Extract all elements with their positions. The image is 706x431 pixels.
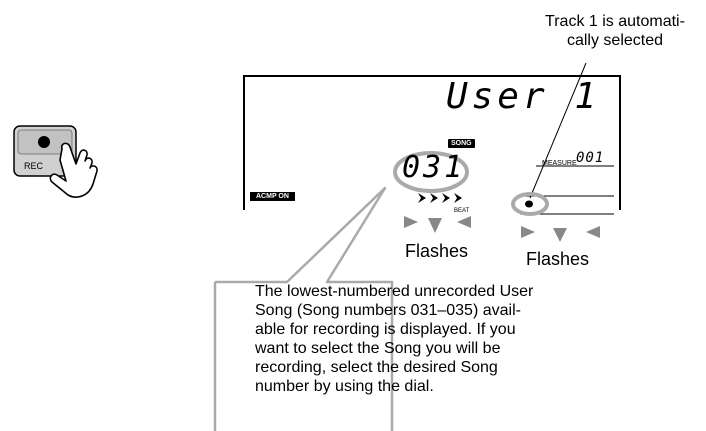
measure-value: 001 bbox=[576, 150, 605, 166]
note-line: Track 1 is automati- bbox=[545, 13, 685, 30]
auto-track-note: Track 1 is automati- cally selected bbox=[520, 12, 706, 50]
callout-text: The lowest-numbered unrecorded User Song… bbox=[255, 282, 534, 396]
callout-line: able for recording is displayed. If you bbox=[255, 321, 516, 338]
acmp-on-badge: ACMP ON bbox=[250, 192, 295, 201]
song-badge: SONG bbox=[448, 139, 475, 148]
flashes-label-left: Flashes bbox=[405, 241, 469, 261]
measure-label: MEASURE bbox=[542, 160, 577, 167]
callout-line: want to select the Song you will be bbox=[255, 340, 501, 357]
beat-chevrons bbox=[418, 193, 462, 203]
callout-line: Song (Song numbers 031–035) avail- bbox=[255, 302, 521, 319]
pointing-hand-icon bbox=[49, 142, 98, 198]
track-highlight bbox=[511, 192, 549, 216]
song-number-highlight bbox=[393, 151, 469, 193]
lcd-song-number: 031 bbox=[402, 150, 466, 185]
flashes-label-right: Flashes bbox=[526, 249, 590, 269]
beat-label: BEAT bbox=[454, 208, 470, 214]
flash-arrows-right bbox=[521, 226, 600, 242]
callout-frame bbox=[213, 186, 394, 431]
callout-line: number by using the dial. bbox=[255, 378, 434, 395]
lcd-frame bbox=[243, 75, 621, 210]
note-line: cally selected bbox=[566, 32, 664, 49]
callout-line: The lowest-numbered unrecorded User bbox=[255, 283, 534, 300]
record-dot-icon bbox=[38, 136, 50, 148]
flash-arrows-left bbox=[404, 216, 471, 233]
lcd-song-name: User 1 bbox=[445, 76, 600, 117]
leader-line bbox=[529, 62, 587, 199]
callout-line: recording, select the desired Song bbox=[255, 359, 498, 376]
rec-button-label: REC bbox=[24, 161, 44, 171]
track-1-indicator bbox=[525, 200, 533, 208]
